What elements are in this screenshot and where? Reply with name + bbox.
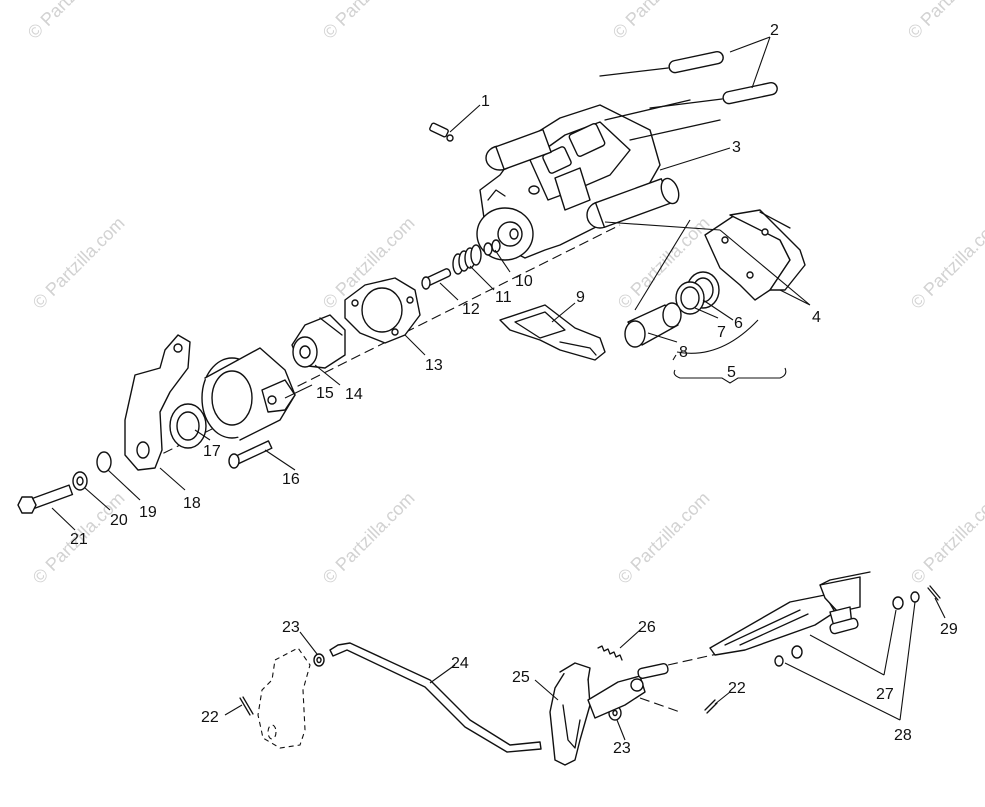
watermark: © Partzilla.com	[319, 488, 419, 588]
callout-9: 9	[576, 289, 585, 306]
pivot-bolt	[17, 484, 74, 514]
watermark: © Partzilla.com	[29, 213, 129, 313]
cotter-pin-pedal	[927, 585, 941, 601]
callout-29: 29	[940, 621, 958, 638]
callout-3: 3	[732, 139, 741, 156]
callout-4: 4	[812, 309, 821, 326]
brake-pads	[704, 209, 806, 301]
adjuster-pin	[421, 268, 452, 290]
callout-18: 18	[183, 495, 201, 512]
callout-17: 17	[203, 443, 221, 460]
watermark: © Partzilla.com	[24, 0, 124, 43]
callout-15: 15	[316, 385, 334, 402]
nut	[72, 471, 88, 491]
callout-13: 13	[425, 357, 443, 374]
watermark: © Partzilla.com	[904, 0, 985, 43]
brake-rod	[329, 642, 542, 753]
callout-23-left: 23	[282, 619, 300, 636]
actuator-cam	[291, 314, 346, 369]
shaft-seal	[169, 403, 207, 449]
footrest-bracket	[709, 571, 871, 656]
brake-pedal	[549, 649, 736, 766]
washers	[774, 591, 920, 667]
callout-7: 7	[717, 324, 726, 341]
piston-seals	[675, 271, 720, 315]
cam-housing	[201, 347, 296, 441]
watermark: © Partzilla.com	[609, 0, 709, 43]
callout-14: 14	[345, 386, 363, 403]
housing-bolt	[228, 440, 273, 469]
watermark: © Partzilla.com	[319, 0, 419, 43]
watermark: © Partzilla.com	[614, 488, 714, 588]
bushing	[791, 596, 904, 659]
callout-11: 11	[495, 289, 512, 306]
gasket-plate	[344, 277, 421, 344]
phantom-hole	[267, 724, 277, 740]
callout-23-right: 23	[613, 740, 631, 757]
o-rings	[483, 239, 501, 256]
caliper-body	[476, 99, 721, 261]
callout-8: 8	[679, 344, 688, 361]
leader-lines	[51, 36, 946, 741]
callout-27: 27	[876, 686, 894, 703]
callout-20: 20	[110, 512, 128, 529]
callout-2: 2	[770, 22, 779, 39]
pins	[599, 50, 778, 109]
pad-spring-clip	[499, 304, 606, 361]
callout-25: 25	[512, 669, 530, 686]
callout-5: 5	[727, 364, 736, 381]
spring	[452, 244, 482, 275]
callout-28: 28	[894, 727, 912, 744]
bleeder-screw	[429, 122, 454, 142]
return-spring	[597, 645, 623, 661]
watermark: © Partzilla.com	[907, 213, 985, 313]
callout-10: 10	[515, 273, 533, 290]
brake-lever-arm	[124, 334, 191, 471]
callout-21: 21	[70, 531, 88, 548]
washer	[96, 451, 112, 473]
callout-26: 26	[638, 619, 656, 636]
callout-1: 1	[481, 93, 490, 110]
callout-12: 12	[462, 301, 480, 318]
watermark: © Partzilla.com	[907, 488, 985, 588]
callout-22-right: 22	[728, 680, 746, 697]
cotter-pin-right	[704, 699, 718, 714]
brake-arm-phantom	[257, 647, 311, 749]
callout-24: 24	[451, 655, 469, 672]
cotter-pin-left	[239, 696, 254, 716]
callout-labels: 1 2 3 4 5 6 7 8 9 10 11 12 13 14 15 16 1…	[70, 22, 958, 757]
washer-left	[313, 653, 325, 667]
callout-22-left: 22	[201, 709, 219, 726]
piston	[624, 302, 682, 348]
callout-16: 16	[282, 471, 300, 488]
callout-6: 6	[734, 315, 743, 332]
callout-19: 19	[139, 504, 157, 521]
